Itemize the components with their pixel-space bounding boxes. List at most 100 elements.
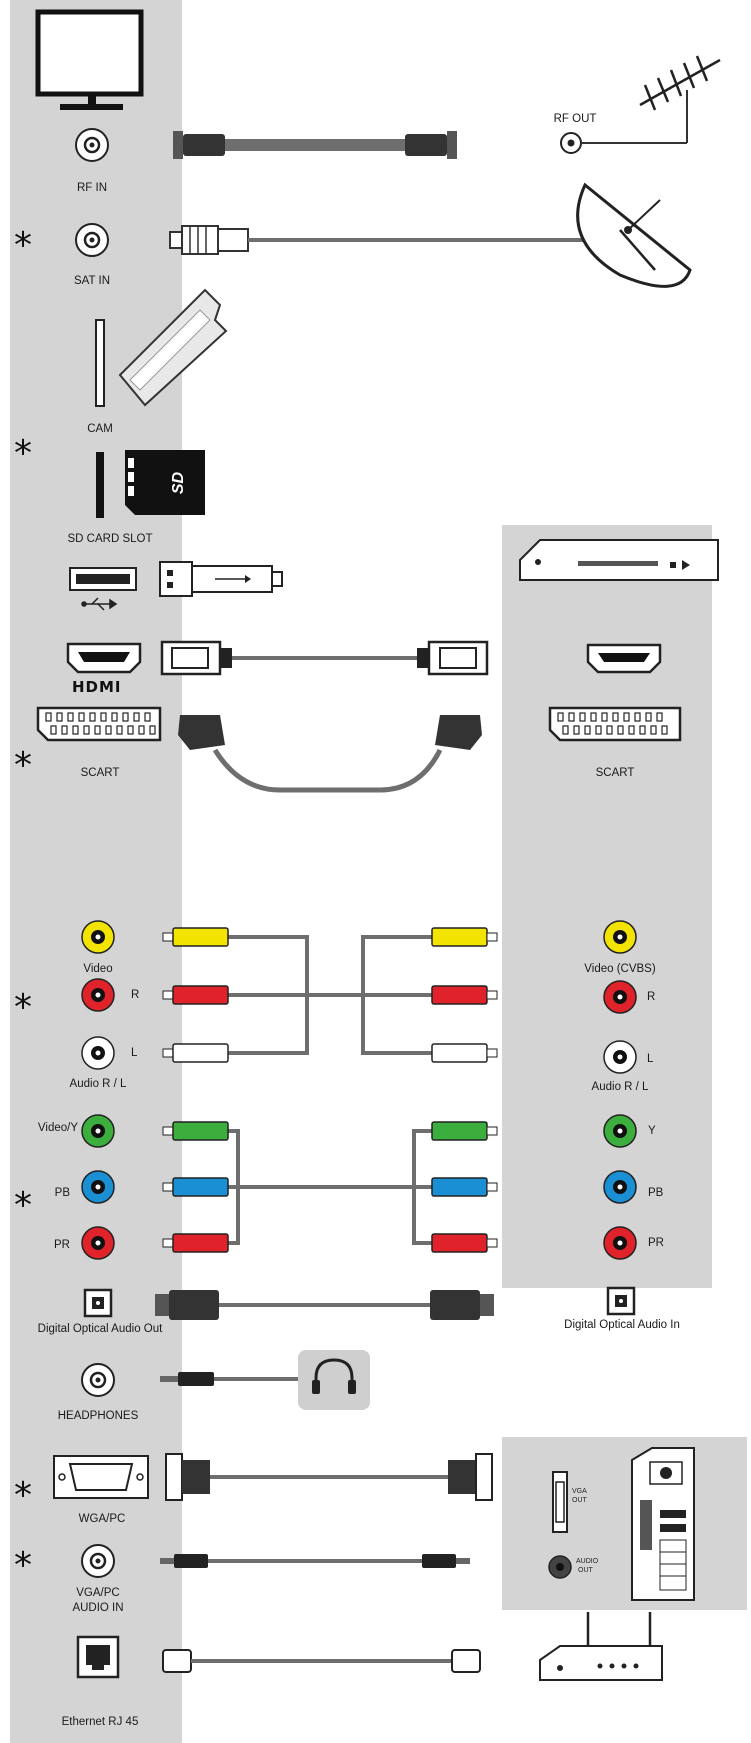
scart-pin xyxy=(133,712,140,722)
scart-pin xyxy=(661,725,668,735)
l-jack-tv-icon xyxy=(81,1036,115,1070)
scart-pin xyxy=(100,712,107,722)
y-jack-device-icon xyxy=(603,1114,637,1148)
headphones-label: HEADPHONES xyxy=(57,1410,139,1422)
scart-pin xyxy=(645,712,652,722)
audio-out-label-1: AUDIO xyxy=(576,1558,599,1565)
antenna-icon xyxy=(639,55,721,111)
audio-out-port-icon xyxy=(548,1555,572,1579)
r-device-label: R xyxy=(647,991,656,1003)
pr-jack-tv-icon xyxy=(81,1226,115,1260)
scart-pin xyxy=(78,712,85,722)
scart-port-icon xyxy=(36,706,162,742)
scart-device-label: SCART xyxy=(595,767,635,779)
vga-out-port-icon xyxy=(552,1471,568,1533)
pb-jack-tv-icon xyxy=(81,1170,115,1204)
rf-in-jack-icon xyxy=(74,127,110,163)
pb-tv-label: PB xyxy=(54,1187,70,1199)
rf-in-label: RF IN xyxy=(76,182,108,194)
device-panel-pc xyxy=(502,1437,747,1610)
vga-out-label-1: VGA xyxy=(572,1488,587,1495)
asterisk-scart: * xyxy=(14,745,32,786)
scart-pin xyxy=(612,712,619,722)
optical-cable-icon xyxy=(155,1290,494,1320)
scart-pin xyxy=(67,712,74,722)
device-panel-av xyxy=(502,525,712,1288)
headphones-icon xyxy=(298,1350,370,1410)
sd-card-icon xyxy=(125,450,205,515)
scart-pin xyxy=(590,712,597,722)
scart-pin xyxy=(634,712,641,722)
hdmi-cable-icon xyxy=(160,640,489,676)
scart-pin xyxy=(61,725,68,735)
composite-cable-icon xyxy=(162,927,498,1063)
scart-pin xyxy=(650,725,657,735)
scart-device-port-icon xyxy=(548,706,682,742)
cam-label: CAM xyxy=(87,423,113,435)
audio-rl-device-label: Audio R / L xyxy=(591,1081,649,1093)
tv-icon xyxy=(35,9,144,110)
pr-device-label: PR xyxy=(648,1237,664,1249)
l-device-label: L xyxy=(647,1053,654,1065)
usb-port-icon xyxy=(69,567,137,591)
scart-pin xyxy=(606,725,613,735)
scart-pin xyxy=(656,712,663,722)
sd-card-slot-label: SD CARD SLOT xyxy=(67,533,153,545)
scart-pin xyxy=(127,725,134,735)
scart-pin xyxy=(623,712,630,722)
scart-pin xyxy=(601,712,608,722)
optical-in-port-icon xyxy=(606,1286,636,1316)
asterisk-sd-card: * xyxy=(14,433,32,474)
scart-pin xyxy=(628,725,635,735)
media-player-icon xyxy=(519,539,719,581)
optical-in-label: Digital Optical Audio In xyxy=(564,1319,680,1331)
asterisk-composite: * xyxy=(14,987,32,1028)
asterisk-component: * xyxy=(14,1185,32,1226)
usb-stick-icon xyxy=(159,561,283,597)
l-tv-label: L xyxy=(131,1047,138,1059)
video-tv-label: Video xyxy=(83,963,113,975)
scart-pin xyxy=(138,725,145,735)
scart-pin xyxy=(595,725,602,735)
vga-port-icon xyxy=(53,1455,149,1499)
scart-pin xyxy=(111,712,118,722)
scart-pin xyxy=(89,712,96,722)
satellite-dish-icon xyxy=(576,182,692,288)
scart-tv-label: SCART xyxy=(80,767,120,779)
ethernet-label: Ethernet RJ 45 xyxy=(61,1716,139,1728)
pc-tower-icon xyxy=(631,1447,695,1601)
scart-pin xyxy=(105,725,112,735)
wga-pc-label: WGA/PC xyxy=(78,1513,126,1525)
pc-audio-cable-icon xyxy=(160,1554,470,1568)
pr-tv-label: PR xyxy=(54,1239,70,1251)
y-device-label: Y xyxy=(648,1125,656,1137)
scart-pin xyxy=(639,725,646,735)
l-jack-device-icon xyxy=(603,1040,637,1074)
hdmi-device-port-icon xyxy=(586,643,662,674)
scart-pin xyxy=(149,725,156,735)
scart-pin xyxy=(50,725,57,735)
video-cvbs-label: Video (CVBS) xyxy=(584,963,656,975)
r-jack-tv-icon xyxy=(81,978,115,1012)
sd-slot-icon xyxy=(96,452,104,518)
tv-panel xyxy=(10,0,182,1743)
r-jack-device-icon xyxy=(603,980,637,1014)
ethernet-port-icon xyxy=(76,1635,120,1679)
scart-pin xyxy=(557,712,564,722)
rf-out-label: RF OUT xyxy=(553,113,597,125)
video-y-label: Video/Y xyxy=(37,1122,78,1134)
cam-card-icon xyxy=(118,288,228,407)
scart-pin xyxy=(116,725,123,735)
scart-pin xyxy=(45,712,52,722)
audio-rl-tv-label: Audio R / L xyxy=(69,1078,127,1090)
vga-pc-audio-label-1: VGA/PC xyxy=(76,1587,120,1599)
asterisk-sat-in: * xyxy=(14,225,32,266)
sat-in-jack-icon xyxy=(74,222,110,258)
scart-pin xyxy=(72,725,79,735)
video-jack-device-icon xyxy=(603,920,637,954)
optical-out-port-icon xyxy=(83,1288,113,1318)
scart-pin xyxy=(144,712,151,722)
scart-pin xyxy=(122,712,129,722)
r-tv-label: R xyxy=(131,989,140,1001)
